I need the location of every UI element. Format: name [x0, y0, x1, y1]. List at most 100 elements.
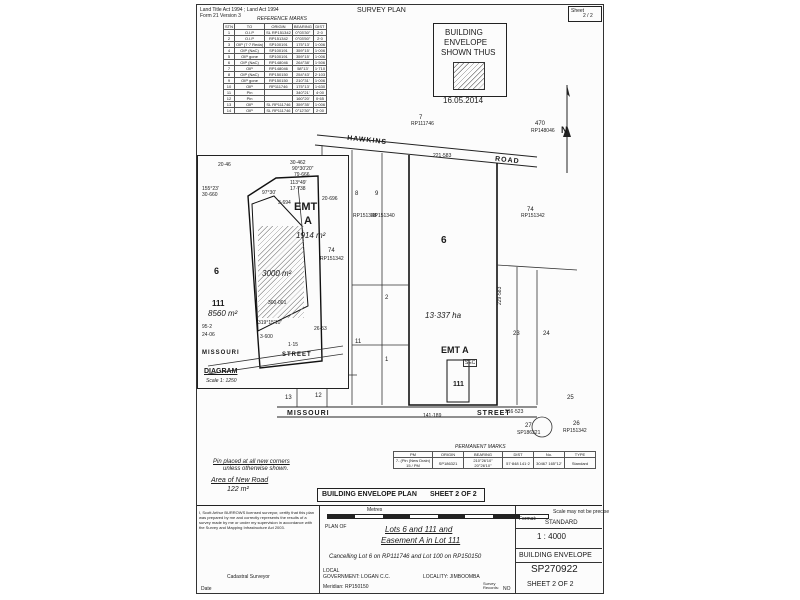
- diagram-area-111: 8560 m²: [208, 309, 238, 318]
- diagram-dim: 30·660: [202, 192, 218, 198]
- diagram-lot-74: 74: [328, 248, 335, 254]
- reference-marks-header: BEARING: [291, 23, 314, 30]
- survey-plan-sheet: Land Title Act 1994 ; Land Act 1994 Form…: [196, 4, 609, 594]
- permanent-marks-title: PERMANENT MARKS: [455, 444, 506, 450]
- easement-line: Easement A in Lot 111: [381, 536, 461, 545]
- reference-marks-title: REFERENCE MARKS: [257, 16, 308, 22]
- legend-hatch-swatch: [453, 62, 485, 90]
- sheet-ref-value: 2 / 2: [583, 13, 593, 19]
- diagram-lot-111: 111: [212, 299, 225, 308]
- land-title-act: Land Title Act 1994 ; Land Act 1994: [200, 7, 279, 13]
- diagram-road-left: MISSOURI: [202, 350, 240, 356]
- plan-dim-mid: 229·583: [497, 286, 503, 305]
- envelope-label: BUILDING ENVELOPE: [519, 552, 592, 559]
- reference-marks-header: DIST: [312, 23, 328, 30]
- scale-bar-label: Metres: [367, 507, 383, 513]
- diagram-dim: 20·46: [218, 162, 231, 168]
- legend-line-3: SHOWN THUS: [441, 48, 496, 57]
- diagram-dim: 3·600: [260, 334, 273, 340]
- main-plan-linework: [277, 134, 578, 438]
- plan-lot-470-plan: RP148046: [531, 128, 555, 134]
- permanent-marks-cell: 7- (Pin (New Drain) 15 / PM: [393, 457, 433, 469]
- reference-marks-cell: 1·710: [312, 65, 328, 72]
- diagram-dim: 90°30'20": [292, 166, 314, 172]
- plan-lot-7: 7: [419, 115, 423, 121]
- reference-marks-header: STN: [223, 23, 235, 30]
- reference-marks-cell: 1·506: [312, 59, 328, 66]
- title-sheet: SHEET 2 OF 2: [430, 491, 477, 498]
- diagram-a-label: A: [304, 215, 312, 227]
- plan-lot-9: 9: [375, 191, 379, 197]
- diagram-area-emt: 1914 m²: [296, 231, 326, 240]
- permanent-marks-cell: Standard: [564, 457, 596, 469]
- reference-marks-cell: SL RP151342: [264, 29, 293, 36]
- sheet-bottom: SHEET 2 OF 2: [527, 581, 574, 588]
- plan-lot-74-plan: RP151342: [521, 213, 545, 219]
- survey-value: NO: [503, 586, 511, 592]
- diagram-dim: 1·15: [288, 342, 299, 348]
- plan-lot-8-plan: RP151338: [353, 213, 377, 219]
- diagram-dim: 3·694: [278, 200, 291, 206]
- reference-marks-cell: 1·006: [312, 47, 328, 54]
- certificate-text: I, Scott Arthur BURROWS licensed surveyo…: [199, 510, 314, 530]
- scale-bar: [327, 514, 549, 519]
- plan-lot-27: 27: [525, 423, 532, 429]
- pin-note-1: Pin placed at all new corners: [213, 459, 290, 465]
- diagram-dim: 30·462: [290, 160, 306, 166]
- reference-marks-cell: 1·006: [312, 77, 328, 84]
- format-label: Format:: [519, 516, 537, 522]
- diagram-dim: 300·001: [268, 300, 287, 306]
- title-block: I, Scott Arthur BURROWS licensed surveyo…: [197, 505, 609, 593]
- area-road-value: 122 m²: [227, 486, 249, 493]
- plan-emt-sec: SEC: [463, 359, 478, 367]
- reference-marks-cell: 0°03'30": [291, 29, 314, 36]
- divider: [516, 528, 602, 529]
- plan-emt-a: EMT A: [441, 345, 469, 355]
- plan-lot-2: 2: [385, 295, 389, 301]
- plan-lot-26-plan: RP151342: [563, 428, 587, 434]
- legend-line-2: ENVELOPE: [444, 38, 488, 47]
- diagram-dim: 17·738: [290, 186, 306, 192]
- north-arrow-icon: [563, 85, 571, 173]
- plan-lot-25: 25: [567, 395, 574, 401]
- road-missouri: MISSOURI: [287, 410, 330, 417]
- form-version: Form 21 Version 3: [200, 13, 241, 19]
- diagram-dim: 20·696: [322, 196, 338, 202]
- lot-6-label: 6: [441, 235, 447, 246]
- format-value: STANDARD: [545, 520, 578, 526]
- sheet-ref-label: Sheet: [571, 8, 585, 14]
- title-heading-box: BUILDING ENVELOPE PLAN SHEET 2 OF 2: [317, 488, 485, 502]
- diagram-dim: 155°23': [202, 186, 219, 192]
- lot-6-area: 13·337 ha: [425, 311, 462, 320]
- plan-lot-9-plan: RP151340: [371, 213, 395, 219]
- plan-lot-23: 23: [513, 331, 520, 337]
- lots-line: Lots 6 and 111 and: [385, 525, 453, 534]
- scale-bar-note: Scale may not be precise: [553, 509, 610, 515]
- divider: [515, 506, 516, 593]
- signature-label: Cadastral Surveyor: [227, 574, 270, 580]
- plan-lot-27-plan: SP186321: [517, 430, 541, 436]
- sheet-ref-box: Sheet 2 / 2: [568, 6, 602, 22]
- diagram-lot-74-plan: RP151342: [320, 256, 344, 262]
- plan-lot-8: 8: [355, 191, 359, 197]
- diagram-title: DIAGRAM: [204, 368, 238, 375]
- title-heading: BUILDING ENVELOPE PLAN: [322, 491, 417, 498]
- cancelling-line: Cancelling Lot 6 on RP111746 and Lot 100…: [329, 554, 482, 560]
- permanent-marks-cell: 57·848 141·2: [502, 457, 534, 469]
- divider: [319, 506, 320, 593]
- plan-dim-bottom-right: 216·523: [505, 409, 524, 415]
- diagram-inset: EMT A 1914 m² 3000 m² 6 111 8560 m² 74 R…: [197, 155, 349, 389]
- permanent-marks-cell: 30467 165°12': [533, 457, 565, 469]
- plan-lot-11: 11: [355, 339, 362, 345]
- pin-note-2: unless otherwise shown.: [223, 466, 289, 472]
- diagram-linework: [207, 175, 344, 375]
- reference-marks-cell: 1·630: [312, 83, 328, 90]
- reference-marks-cell: 2·103: [312, 71, 328, 78]
- scale-value: 1 : 4000: [537, 532, 566, 541]
- plan-lot-470: 470: [535, 121, 546, 127]
- plan-lot-74: 74: [527, 207, 534, 213]
